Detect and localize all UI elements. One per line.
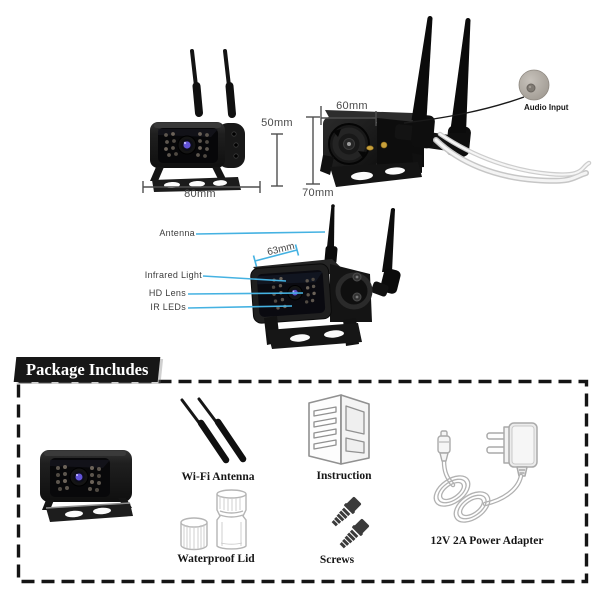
ir-leds	[271, 276, 316, 310]
rotating-mount	[328, 123, 370, 165]
camera-rear-view	[320, 16, 592, 187]
dimension-lines	[142, 106, 377, 193]
package-waterproof-lid	[180, 489, 247, 551]
antenna-right	[371, 208, 401, 297]
package-title: Package Includes	[26, 360, 149, 379]
antennas	[190, 49, 236, 118]
ir-leds	[164, 132, 209, 158]
antenna-label: Antenna	[159, 228, 195, 238]
package-title-banner: Package Includes	[13, 357, 161, 382]
cable-coil	[433, 475, 491, 523]
package-instruction-booklet	[308, 394, 370, 465]
front-width-dim: 80mm	[184, 188, 216, 200]
wifi-antenna-right	[450, 18, 471, 133]
screw	[331, 496, 362, 527]
mounting-bracket	[320, 153, 422, 187]
instruction-label: Instruction	[316, 470, 372, 482]
package-screws	[331, 496, 370, 549]
package-camera	[40, 450, 133, 522]
side-mount	[335, 272, 373, 310]
waterproof-lid-label: Waterproof Lid	[177, 553, 255, 565]
audio-input-mic	[518, 69, 550, 101]
rear-width-dim: 60mm	[336, 100, 368, 112]
screw	[339, 518, 370, 549]
ir-leds-label: IR LEDs	[150, 302, 186, 312]
screws-label: Screws	[319, 554, 355, 566]
white-cable	[433, 131, 592, 184]
power-adapter-label: 12V 2A Power Adapter	[430, 535, 544, 547]
package-power-adapter	[433, 422, 538, 523]
camera-front-view	[150, 49, 245, 192]
wifi-antenna-label: Wi-Fi Antenna	[181, 471, 255, 483]
rear-height-dim: 70mm	[302, 187, 334, 199]
leader-lines	[187, 231, 326, 309]
lens	[177, 135, 197, 155]
dc-connector	[437, 430, 451, 462]
front-height-dim: 50mm	[261, 117, 293, 129]
audio-input-label: Audio Input	[524, 103, 569, 112]
mounting-bracket	[264, 316, 362, 349]
audio-leader-line	[403, 96, 525, 124]
side-screws	[231, 131, 239, 159]
wifi-antenna-left	[411, 16, 433, 120]
hd-lens-label: HD Lens	[148, 288, 186, 298]
package-wifi-antenna	[180, 397, 247, 464]
infrared-light-label: Infrared Light	[144, 270, 202, 280]
